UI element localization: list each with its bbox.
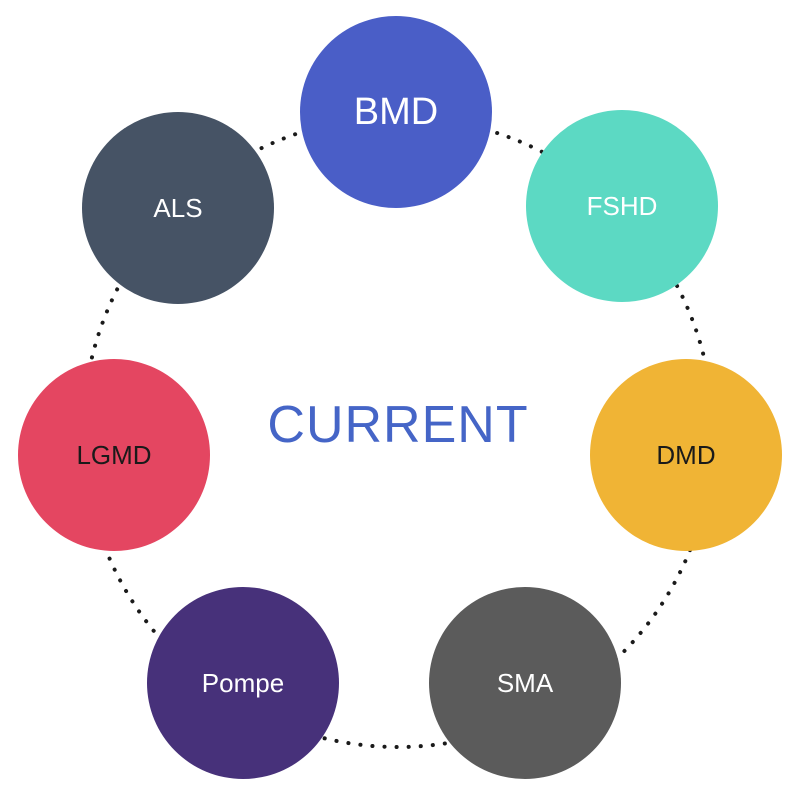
node-fshd-label: FSHD: [586, 191, 658, 221]
node-dmd: DMD: [590, 359, 782, 551]
node-pompe-label: Pompe: [201, 668, 285, 698]
node-lgmd-label: LGMD: [76, 440, 152, 470]
node-lgmd: LGMD: [18, 359, 210, 551]
node-pompe: Pompe: [147, 587, 339, 779]
node-bmd-label: BMD: [353, 91, 439, 133]
node-dmd-label: DMD: [656, 440, 716, 470]
node-sma-label: SMA: [496, 668, 554, 698]
node-sma: SMA: [429, 587, 621, 779]
node-bmd: BMD: [300, 16, 492, 208]
node-als-label: ALS: [153, 193, 203, 223]
node-fshd: FSHD: [526, 110, 718, 302]
center-title: CURRENT: [267, 396, 529, 454]
node-als: ALS: [82, 112, 274, 304]
